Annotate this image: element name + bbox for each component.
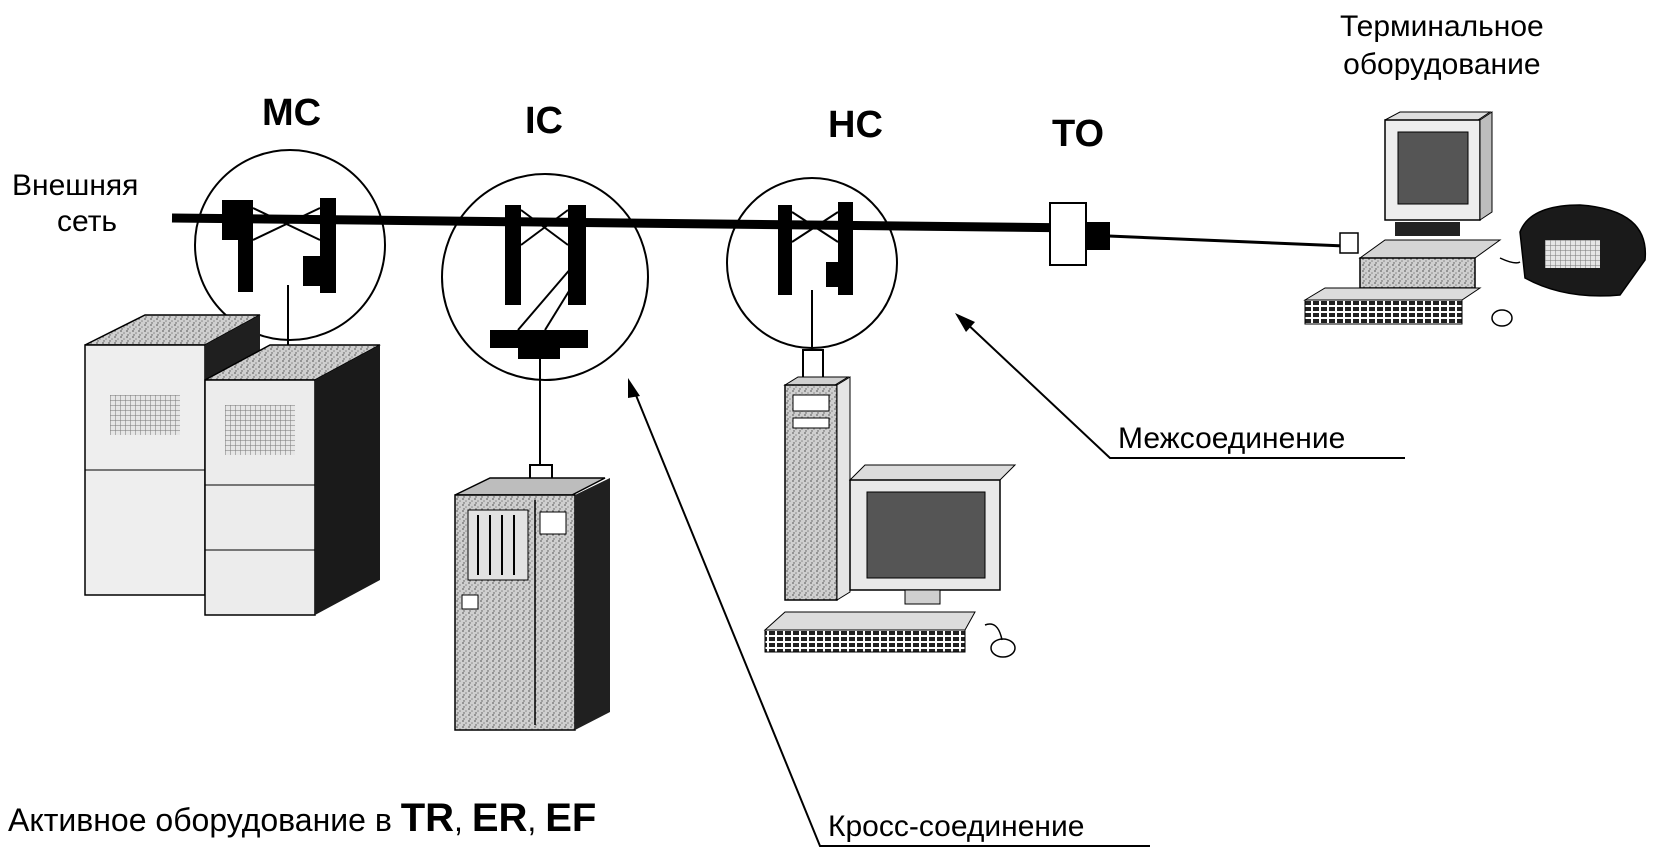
terminal-line2: оборудование [1343,48,1541,81]
crossconnect-label: Кросс-соединение [828,810,1085,843]
ic-node [441,173,649,496]
active-equipment-caption: Активное оборудование в TR, ER, EF [8,796,596,841]
terminal-equipment-label: Терминальное оборудование [1340,8,1544,84]
mc-node [194,149,386,384]
interconnect-label: Межсоединение [1118,422,1346,455]
external-network-line2: сеть [57,205,118,238]
active-equipment-er: ER [471,796,528,840]
hc-node [726,177,898,379]
to-label: TO [1052,113,1105,155]
ic-equipment-cabinet [454,477,610,731]
to-outlet [1049,202,1110,266]
hc-tower-workstation [763,376,1017,658]
terminal-line1: Терминальное [1340,10,1544,43]
active-equipment-tr: TR [400,796,455,840]
external-network-line1: Внешняя [12,169,139,202]
backbone-cable [171,213,1346,248]
interconnect-leader [955,313,1405,459]
mc-server-racks [84,314,381,616]
active-equipment-sep1: , [454,802,472,838]
active-equipment-sep2: , [527,802,546,838]
ic-label: IC [525,100,563,142]
active-equipment-prefix: Активное оборудование в [8,802,401,838]
external-network-label: Внешняя сеть [12,168,138,240]
mc-label: MC [262,92,322,134]
crossconnect-leader [628,378,1150,847]
active-equipment-ef: EF [545,796,597,840]
terminal-equipment [1303,111,1647,327]
hc-label: HC [828,104,883,146]
